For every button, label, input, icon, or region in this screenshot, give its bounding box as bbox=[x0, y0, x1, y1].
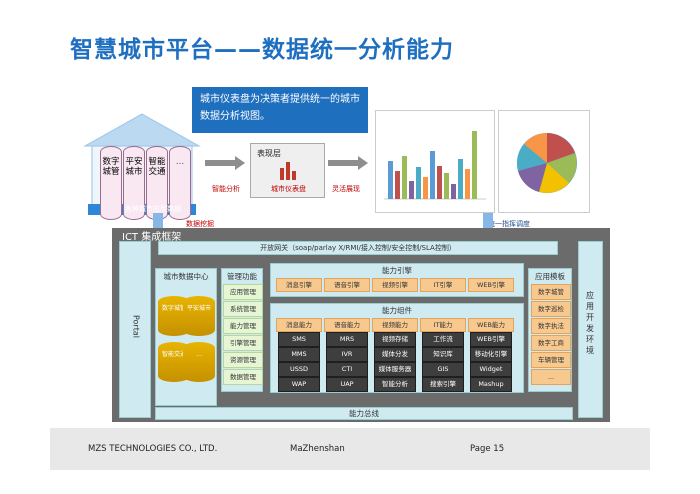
gold-cylinder-label: 智能交通 bbox=[161, 351, 186, 358]
component-header: WEB能力 bbox=[468, 318, 514, 332]
app-template-item: 数字城管 bbox=[531, 284, 571, 300]
component-cell: SMS bbox=[278, 332, 320, 347]
arrow-right-icon bbox=[205, 156, 245, 170]
component-cell: 媒体服务器 bbox=[374, 362, 416, 377]
pie-chart-image bbox=[498, 110, 590, 213]
gold-cylinder: ... bbox=[183, 342, 215, 382]
mgmt-item: 数据管理 bbox=[223, 369, 263, 385]
portal-label: Portal bbox=[131, 315, 141, 338]
dashboard-title: 表现层 bbox=[257, 149, 281, 158]
component-header: 视频能力 bbox=[372, 318, 418, 332]
engine-item: 消息引擎 bbox=[276, 278, 322, 292]
arrow-right-icon bbox=[328, 156, 368, 170]
gold-cylinder-label: ... bbox=[196, 351, 202, 358]
footer-author: MaZhenshan bbox=[290, 444, 345, 454]
cylinder-more: ... bbox=[169, 146, 191, 220]
dashboard-box: 表现层 城市仪表盘 bbox=[250, 143, 325, 198]
components-title: 能力组件 bbox=[382, 306, 412, 315]
engine-item: 语音引擎 bbox=[324, 278, 370, 292]
component-header: IT能力 bbox=[420, 318, 466, 332]
cylinder-label: 智能交通 bbox=[148, 157, 166, 177]
bar-chart-image bbox=[375, 110, 495, 213]
app-template-item: 车辆管理 bbox=[531, 352, 571, 368]
component-cell: Widget bbox=[470, 362, 512, 377]
component-cell: WEB引擎 bbox=[470, 332, 512, 347]
app-templates-title: 应用模板 bbox=[535, 272, 565, 281]
engine-item: WEB引擎 bbox=[468, 278, 514, 292]
component-cell: MRS bbox=[326, 332, 368, 347]
dev-env-column: 应用开发环境 bbox=[578, 241, 603, 418]
capability-bus: 能力总线 bbox=[155, 407, 573, 420]
ict-title: ICT 集成框架 bbox=[122, 232, 182, 243]
gold-cylinder-label: 数字城管 bbox=[161, 305, 186, 312]
mgmt-item: 引擎管理 bbox=[223, 335, 263, 351]
pie-chart-icon bbox=[516, 133, 577, 193]
component-cell: 移动化引擎 bbox=[470, 347, 512, 362]
component-cell: 媒体分发 bbox=[374, 347, 416, 362]
mgmt-item: 资源管理 bbox=[223, 352, 263, 368]
flexible-display-label: 灵活展现 bbox=[332, 185, 360, 193]
dev-env-label: 应用开发环境 bbox=[586, 291, 594, 355]
component-header: 语音能力 bbox=[324, 318, 370, 332]
footer-company: MZS TECHNOLOGIES CO., LTD. bbox=[88, 444, 218, 454]
app-template-item: ... bbox=[531, 369, 571, 385]
mgmt-title: 管理功能 bbox=[227, 272, 257, 281]
portal-column: Portal bbox=[119, 241, 151, 418]
footer-bar bbox=[50, 428, 650, 470]
city-data-center-label: 城市数据中心 bbox=[163, 272, 209, 281]
component-cell: 视频存储 bbox=[374, 332, 416, 347]
mgmt-item: 系统管理 bbox=[223, 301, 263, 317]
chart-icon bbox=[280, 162, 296, 180]
cylinder-digital-city: 数字城管 bbox=[100, 146, 122, 220]
bar-chart-icon bbox=[384, 131, 486, 200]
component-cell: IVR bbox=[326, 347, 368, 362]
city-data-label: 各种城市应用数据 bbox=[125, 205, 181, 213]
gold-cylinder-label: 平安城市 bbox=[186, 305, 211, 312]
app-template-item: 数字巡检 bbox=[531, 301, 571, 317]
app-template-item: 数字执法 bbox=[531, 318, 571, 334]
mgmt-item: 能力管理 bbox=[223, 318, 263, 334]
component-cell: Mashup bbox=[470, 377, 512, 392]
component-cell: CTI bbox=[326, 362, 368, 377]
component-cell: 搜索引擎 bbox=[422, 377, 464, 392]
component-cell: 智能分析 bbox=[374, 377, 416, 392]
open-gateway-bar: 开放网关（soap/parlay X/RMI/接入控制/安全控制/SLA控制） bbox=[158, 241, 558, 255]
unified-command-label: 统一指挥调度 bbox=[488, 220, 530, 228]
smart-analysis-label: 智能分析 bbox=[212, 185, 240, 193]
component-cell: WAP bbox=[278, 377, 320, 392]
component-cell: MMS bbox=[278, 347, 320, 362]
component-header: 消息能力 bbox=[276, 318, 322, 332]
component-cell: 工作流 bbox=[422, 332, 464, 347]
dashboard-label: 城市仪表盘 bbox=[271, 185, 306, 193]
cylinder-label: 数字城管 bbox=[102, 157, 120, 177]
page-title: 智慧城市平台——数据统一分析能力 bbox=[70, 37, 454, 63]
description-box: 城市仪表盘为决策者提供统一的城市数据分析视图。 bbox=[192, 87, 368, 133]
component-cell: 知识库 bbox=[422, 347, 464, 362]
engine-item: 视频引擎 bbox=[372, 278, 418, 292]
cylinder-safe-city: 平安城市 bbox=[123, 146, 145, 220]
component-cell: GIS bbox=[422, 362, 464, 377]
component-cell: USSD bbox=[278, 362, 320, 377]
data-mining-label: 数据挖掘 bbox=[186, 220, 214, 228]
cylinder-label: 平安城市 bbox=[125, 157, 143, 177]
mgmt-item: 应用管理 bbox=[223, 284, 263, 300]
cylinder-label: ... bbox=[175, 157, 185, 167]
gold-cylinder: 平安城市 bbox=[183, 296, 215, 336]
component-cell: UAP bbox=[326, 377, 368, 392]
footer-page: Page 15 bbox=[470, 444, 505, 454]
city-data-center: 城市数据中心 bbox=[155, 268, 217, 406]
engine-title: 能力引擎 bbox=[382, 266, 412, 275]
app-template-item: 数字工商 bbox=[531, 335, 571, 351]
engine-item: IT引擎 bbox=[420, 278, 466, 292]
